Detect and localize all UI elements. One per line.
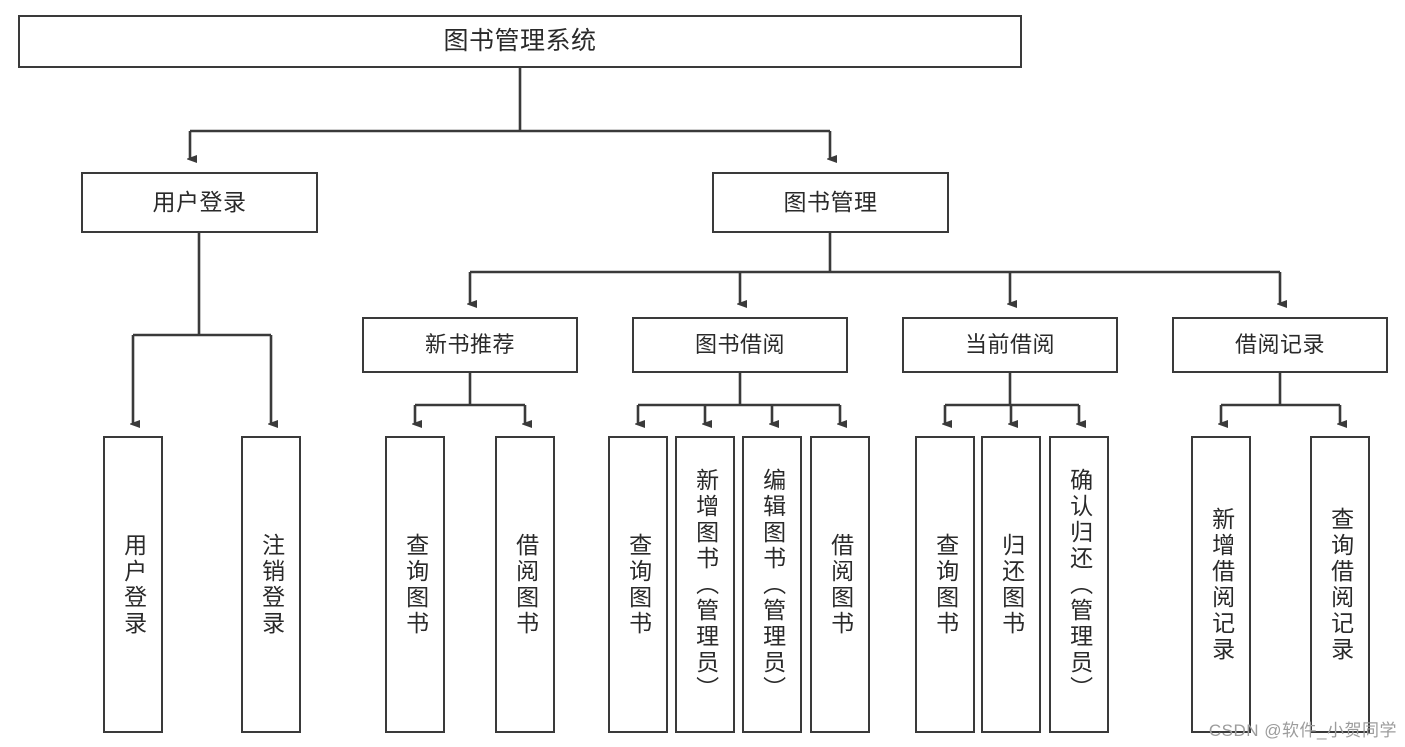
- node-root[interactable]: 图书管理系统: [18, 15, 1022, 68]
- leaf-confirm-return-label: 确认归还（管理员）: [1066, 467, 1093, 702]
- leaf-add-record[interactable]: 新增借阅记录: [1191, 436, 1251, 733]
- leaf-query-book-3-label: 查询图书: [932, 532, 959, 637]
- leaf-borrow-book-1[interactable]: 借阅图书: [495, 436, 555, 733]
- leaf-add-record-label: 新增借阅记录: [1208, 506, 1235, 663]
- leaf-query-record-label: 查询借阅记录: [1327, 506, 1354, 663]
- leaf-query-record[interactable]: 查询借阅记录: [1310, 436, 1370, 733]
- node-user-login[interactable]: 用户登录: [81, 172, 318, 233]
- leaf-query-book-2-label: 查询图书: [625, 532, 652, 637]
- leaf-edit-book[interactable]: 编辑图书（管理员）: [742, 436, 802, 733]
- leaf-user-login-label: 用户登录: [120, 532, 147, 637]
- leaf-query-book-2[interactable]: 查询图书: [608, 436, 668, 733]
- leaf-return-book-label: 归还图书: [998, 532, 1025, 637]
- node-user-login-label: 用户登录: [152, 189, 247, 216]
- leaf-return-book[interactable]: 归还图书: [981, 436, 1041, 733]
- leaf-add-book[interactable]: 新增图书（管理员）: [675, 436, 735, 733]
- node-borrow-record[interactable]: 借阅记录: [1172, 317, 1388, 373]
- leaf-borrow-book-2-label: 借阅图书: [827, 532, 854, 637]
- leaf-user-login[interactable]: 用户登录: [103, 436, 163, 733]
- leaf-borrow-book-1-label: 借阅图书: [512, 532, 539, 637]
- leaf-query-book-1-label: 查询图书: [402, 532, 429, 637]
- csdn-watermark: CSDN @软件_小贺同学: [1208, 721, 1397, 740]
- leaf-confirm-return[interactable]: 确认归还（管理员）: [1049, 436, 1109, 733]
- node-new-book-recommend-label: 新书推荐: [424, 332, 515, 358]
- leaf-user-logout[interactable]: 注销登录: [241, 436, 301, 733]
- leaf-query-book-3[interactable]: 查询图书: [915, 436, 975, 733]
- node-current-borrow[interactable]: 当前借阅: [902, 317, 1118, 373]
- node-borrow-record-label: 借阅记录: [1234, 332, 1325, 358]
- leaf-query-book-1[interactable]: 查询图书: [385, 436, 445, 733]
- node-book-borrow-label: 图书借阅: [694, 332, 785, 358]
- leaf-add-book-label: 新增图书（管理员）: [692, 467, 719, 702]
- leaf-user-logout-label: 注销登录: [258, 532, 285, 637]
- node-book-management[interactable]: 图书管理: [712, 172, 949, 233]
- node-book-borrow[interactable]: 图书借阅: [632, 317, 848, 373]
- node-book-management-label: 图书管理: [783, 189, 878, 216]
- node-new-book-recommend[interactable]: 新书推荐: [362, 317, 578, 373]
- node-current-borrow-label: 当前借阅: [964, 332, 1055, 358]
- leaf-borrow-book-2[interactable]: 借阅图书: [810, 436, 870, 733]
- node-root-label: 图书管理系统: [443, 27, 597, 56]
- leaf-edit-book-label: 编辑图书（管理员）: [759, 467, 786, 702]
